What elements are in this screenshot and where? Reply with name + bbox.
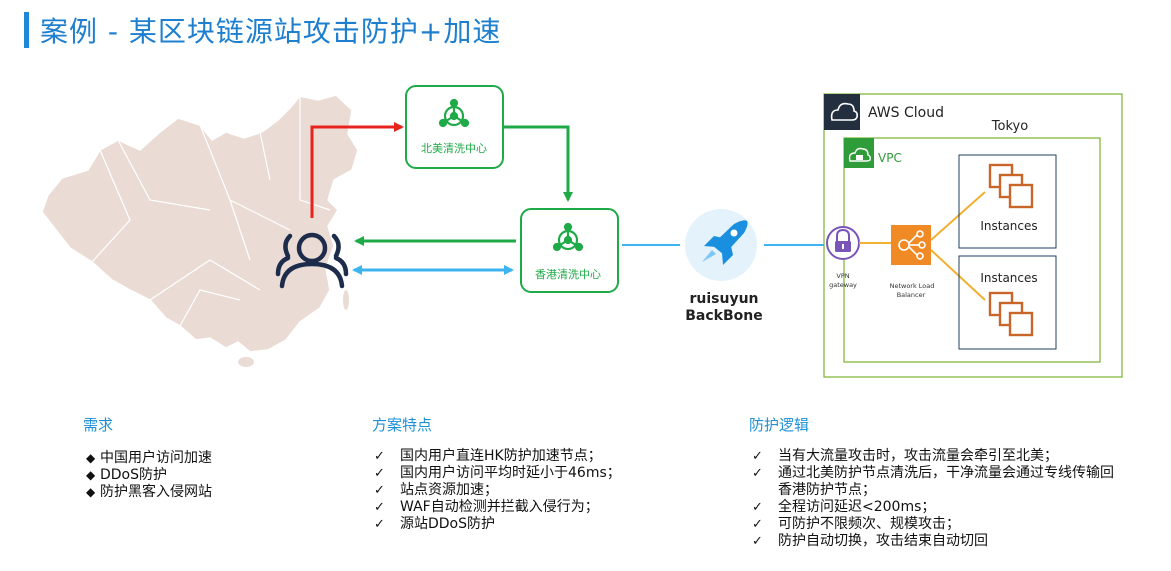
needs-item: ◆防护黑客入侵网站 bbox=[86, 484, 212, 500]
needs-item: ◆DDoS防护 bbox=[86, 467, 168, 483]
diamond-bullet-icon: ◆ bbox=[86, 485, 96, 499]
check-icon: ✓ bbox=[752, 500, 763, 515]
features-item: ✓国内用户访问平均时延小于46ms； bbox=[374, 465, 621, 481]
vpn-label-line2: gateway bbox=[829, 281, 857, 289]
check-icon: ✓ bbox=[752, 517, 763, 532]
backbone-label-line2: BackBone bbox=[685, 308, 762, 324]
features-item: ✓国内用户直连HK防护加速节点； bbox=[374, 448, 602, 464]
network-hub-icon bbox=[552, 222, 584, 252]
nlb-instances-link-top bbox=[930, 191, 986, 241]
check-icon: ✓ bbox=[752, 449, 763, 464]
instances-top-label: Instances bbox=[980, 219, 1037, 233]
vpc-container: VPC bbox=[843, 137, 1101, 363]
vpc-label: VPC bbox=[878, 151, 902, 165]
rocket-icon bbox=[685, 209, 757, 281]
users-icon bbox=[275, 232, 349, 289]
logic-item: ✓通过北美防护节点清洗后，干净流量会通过专线传输回香港防护节点； bbox=[752, 465, 1114, 498]
needs-title: 需求 bbox=[83, 416, 114, 434]
clean-traffic-arrow bbox=[503, 125, 573, 202]
nlb-label-line1: Network Load bbox=[890, 282, 935, 290]
check-icon: ✓ bbox=[752, 534, 763, 549]
aws-cloud-container: AWS Cloud bbox=[823, 93, 1123, 378]
logic-list: ✓当有大流量攻击时，攻击流量会牵引至北美； ✓通过北美防护节点清洗后，干净流量会… bbox=[752, 448, 1122, 550]
attack-traffic-arrow bbox=[310, 122, 404, 218]
needs-list: ◆中国用户访问加速 ◆DDoS防护 ◆防护黑客入侵网站 bbox=[86, 450, 212, 501]
nlb-label-line2: Balancer bbox=[897, 291, 926, 299]
nlb-instances-link-bottom bbox=[930, 249, 986, 301]
cloud-icon bbox=[830, 102, 858, 121]
vpn-label-line1: VPN bbox=[836, 272, 849, 280]
region-label: Tokyo bbox=[991, 119, 1028, 134]
title-accent-bar bbox=[24, 12, 29, 48]
features-item: ✓源站DDoS防护 bbox=[374, 516, 496, 532]
diamond-bullet-icon: ◆ bbox=[86, 451, 96, 465]
instances-icon bbox=[988, 291, 1034, 337]
check-icon: ✓ bbox=[374, 517, 385, 532]
load-balancer: Network Load Balancer bbox=[890, 225, 935, 299]
lock-icon bbox=[835, 228, 851, 252]
instances-icon bbox=[988, 163, 1034, 209]
check-icon: ✓ bbox=[752, 466, 763, 481]
check-icon: ✓ bbox=[374, 483, 385, 498]
instances-bottom-label: Instances bbox=[980, 271, 1037, 285]
logic-item: ✓当有大流量攻击时，攻击流量会牵引至北美； bbox=[752, 448, 1058, 464]
logic-item: ✓可防护不限频次、规模攻击； bbox=[752, 516, 960, 532]
network-hub-icon bbox=[438, 98, 470, 128]
load-balancer-icon bbox=[898, 230, 926, 260]
aws-label: AWS Cloud bbox=[868, 105, 944, 121]
check-icon: ✓ bbox=[374, 466, 385, 481]
instances-group-bottom: Instances bbox=[958, 255, 1057, 350]
page-title: 案例 - 某区块链源站攻击防护+加速 bbox=[40, 15, 502, 48]
cloud-lock-icon bbox=[848, 147, 871, 162]
logic-title: 防护逻辑 bbox=[749, 416, 810, 434]
logic-item: ✓全程访问延迟<200ms； bbox=[752, 499, 936, 515]
check-icon: ✓ bbox=[374, 500, 385, 515]
features-title: 方案特点 bbox=[372, 416, 433, 434]
china-map-icon bbox=[41, 94, 359, 367]
vpn-gateway: VPN gateway bbox=[826, 226, 860, 289]
na-cleaning-center: 北美清洗中心 bbox=[405, 85, 504, 169]
check-icon: ✓ bbox=[374, 449, 385, 464]
features-list: ✓国内用户直连HK防护加速节点； ✓国内用户访问平均时延小于46ms； ✓站点资… bbox=[374, 448, 704, 533]
features-item: ✓站点资源加速； bbox=[374, 482, 498, 498]
hk-cleaning-center: 香港清洗中心 bbox=[520, 208, 619, 293]
na-center-label: 北美清洗中心 bbox=[421, 142, 487, 155]
needs-item: ◆中国用户访问加速 bbox=[86, 450, 212, 466]
architecture-diagram: 北美清洗中心 香港清洗中心 ruisuyun Back bbox=[41, 85, 1123, 378]
instances-group-top: Instances bbox=[958, 154, 1057, 249]
hk-center-label: 香港清洗中心 bbox=[535, 268, 601, 281]
features-item: ✓WAF自动检测并拦截入侵行为； bbox=[374, 499, 599, 515]
logic-item: ✓防护自动切换，攻击结束自动切回 bbox=[752, 533, 988, 549]
diamond-bullet-icon: ◆ bbox=[86, 468, 96, 482]
backbone-label-line1: ruisuyun bbox=[689, 291, 758, 307]
